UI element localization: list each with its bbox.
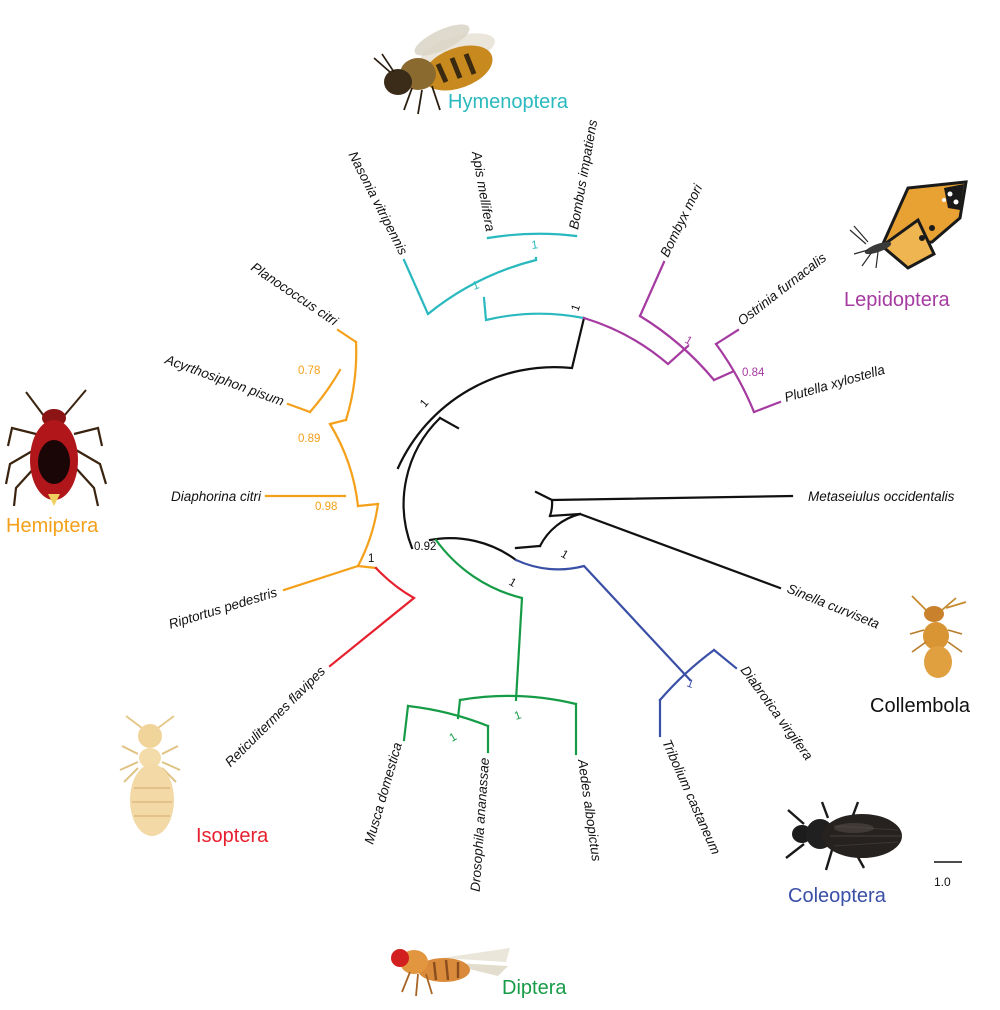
support-value: 1 [685,678,695,691]
branch-bombyx [638,260,666,318]
branch-musca [402,704,410,742]
taxon-label: Planococcus citri [248,259,341,329]
coleoptera-branches [514,558,738,738]
branch-ostrinia [714,328,740,346]
support-value: 1 [368,553,374,565]
scale-bar: 1.0 [934,861,962,889]
branch-acyrthosiphon [286,402,312,414]
branch-hym-stem [482,296,586,322]
branch-diptera-stem [434,538,524,702]
taxon-label: Ostrinia furnacalis [735,250,830,328]
branch-hym-arc [426,258,538,316]
branch-coleo-stem [514,558,692,682]
branch-hemi-inner-stem-2 [328,418,348,426]
branch-coleo-arc [658,648,716,702]
bee-icon [373,24,495,115]
support-value: 1 [559,548,571,562]
branch-hemi-stem [356,564,378,570]
branch-inner-arc-1 [538,512,582,548]
support-values: 1 1 1 1 0.84 1 0.78 0.89 0.98 1 0.92 1 1… [298,239,765,744]
support-value: 1 [448,731,460,745]
support-value: 1 [570,303,583,313]
taxon-label: Plutella xylostella [783,362,887,405]
support-value: 0.98 [315,501,337,513]
taxon-label: Acyrthosiphon pisum [162,352,286,409]
taxon-label: Nasonia vitripennis [346,149,411,258]
branch-hemi-arc-3 [344,340,358,422]
support-value: 1 [513,709,523,722]
branch-riptortus [282,564,360,592]
taxon-label: Diaphorina citri [171,489,262,504]
order-label-lepidoptera: Lepidoptera [844,289,951,311]
branch-plutella [752,400,782,414]
branch-lepi-stem [582,316,690,366]
beetle-icon [785,801,902,871]
scale-label: 1.0 [934,875,951,889]
taxon-label: Bombus impatiens [566,118,600,230]
taxon-label: Bombyx mori [657,181,705,259]
support-value: 0.92 [414,541,436,553]
branch-nasonia [402,258,430,316]
backbone-branches [396,316,794,590]
taxon-label: Apis mellifera [469,149,498,233]
branch-lepi-arc [638,314,716,382]
branch-reticulitermes [328,566,416,668]
branch-diabrotica [712,648,738,670]
branch-main-arc-2 [428,537,518,562]
taxon-label: Musca domestica [362,740,406,846]
order-label-isoptera: Isoptera [196,825,269,847]
branch-main-arc [402,416,442,550]
branch-upper-arc [438,416,460,430]
order-labels: Hymenoptera Lepidoptera Hemiptera Isopte… [6,91,971,999]
support-value: 0.84 [742,367,765,379]
branch-hemi-arc-2 [328,422,360,508]
taxon-label: Diabrotica virgifera [738,663,817,763]
support-value: 0.89 [298,433,320,445]
branch-ostr-plut-stem [712,370,734,382]
branch-ostr-plut-arc [714,342,756,414]
support-value: 1 [507,576,519,590]
support-value: 0.78 [298,365,320,377]
order-label-coleoptera: Coleoptera [788,885,887,907]
taxon-label: Aedes albopictus [575,757,604,862]
fly-icon [391,948,510,997]
support-value: 1 [683,334,695,348]
order-label-collembola: Collembola [870,695,971,717]
taxon-label: Sinella curviseta [785,581,882,632]
branch-root-arc [548,498,554,518]
termite-icon [119,715,181,836]
butterfly-icon [849,180,968,270]
springtail-icon [909,595,967,678]
lepidoptera-branches [582,260,782,414]
isoptera-branches [328,566,416,668]
diptera-branches [402,538,578,756]
order-label-hymenoptera: Hymenoptera [448,91,569,113]
order-label-diptera: Diptera [502,977,567,999]
support-value: 1 [531,239,539,252]
branch-musca-dros-arc [406,704,490,728]
branch-metaseiulus [534,490,794,502]
aphid-icon [4,389,108,507]
branch-planococcus [336,328,358,344]
taxon-label: Metaseiulus occidentalis [808,489,955,504]
support-value: 1 [418,397,431,410]
order-label-hemiptera: Hemiptera [6,515,99,537]
branch-upper-arc-b [396,316,586,470]
hemiptera-branches [264,328,380,592]
branch-hemi-inner-stem [356,502,380,508]
taxon-label: Drosophila ananassae [468,757,492,892]
taxon-label: Tribolium castaneum [659,737,723,857]
hymenoptera-branches [402,232,586,322]
branch-hemi-arc-1 [356,502,380,568]
taxon-label: Reticulitermes flavipes [222,663,328,769]
branch-diptera-arc [458,694,578,706]
branch-sinella [548,512,782,590]
support-value: 1 [471,279,481,292]
taxon-label: Riptortus pedestris [167,584,279,631]
branch-apis-bombus-arc [486,232,578,240]
branch-inner-arc-2 [514,544,542,550]
